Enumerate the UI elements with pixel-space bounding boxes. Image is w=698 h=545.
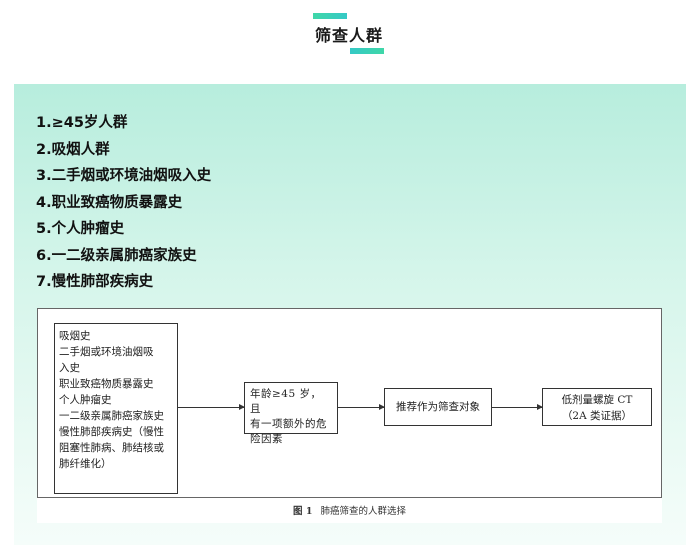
- condition-line: 有一项额外的危: [250, 418, 327, 430]
- flowchart-frame: 吸烟史 二手烟或环境油烟吸 入史 职业致癌物质暴露史 个人肿瘤史 一二级亲属肺癌…: [37, 308, 662, 498]
- figure-caption: 图 1 肺癌筛查的人群选择: [37, 503, 662, 517]
- risk-factor-line: 阻塞性肺病、肺结核或: [59, 442, 164, 454]
- recommendation-box: 推荐作为筛查对象: [384, 388, 492, 426]
- page-title: 筛查人群: [314, 26, 383, 45]
- header: 筛查人群: [0, 0, 698, 84]
- caption-label: 图 1: [293, 506, 313, 517]
- screening-flowchart: 吸烟史 二手烟或环境油烟吸 入史 职业致癌物质暴露史 个人肿瘤史 一二级亲属肺癌…: [37, 308, 662, 523]
- caption-text: 肺癌筛查的人群选择: [320, 506, 406, 517]
- title-accent-bottom: [350, 48, 384, 54]
- condition-line: 年龄≥45 岁，且: [250, 388, 322, 415]
- method-box: 低剂量螺旋 CT （2A 类证据）: [542, 388, 652, 426]
- list-item: 4.职业致癌物质暴露史: [36, 194, 183, 211]
- content-panel: 1.≥45岁人群 2.吸烟人群 3.二手烟或环境油烟吸入史 4.职业致癌物质暴露…: [14, 84, 686, 545]
- list-item: 5.个人肿瘤史: [36, 221, 125, 237]
- list-item: 7.慢性肺部疾病史: [36, 274, 154, 290]
- list-item: 3.二手烟或环境油烟吸入史: [36, 168, 212, 184]
- criteria-list: 1.≥45岁人群 2.吸烟人群 3.二手烟或环境油烟吸入史 4.职业致癌物质暴露…: [36, 110, 211, 296]
- list-item: 1.≥45岁人群: [36, 115, 128, 131]
- list-item: 2.吸烟人群: [36, 141, 110, 158]
- risk-factor-line: 吸烟史: [59, 330, 91, 342]
- risk-factor-line: 二手烟或环境油烟吸: [59, 346, 154, 358]
- risk-factor-line: 慢性肺部疾病史（慢性: [59, 426, 164, 438]
- risk-factor-line: 职业致癌物质暴露史: [59, 378, 154, 390]
- list-item: 6.一二级亲属肺癌家族史: [36, 247, 197, 264]
- risk-factor-line: 肺纤维化）: [59, 458, 112, 470]
- arrow-right-icon: [492, 404, 543, 410]
- condition-box: 年龄≥45 岁，且 有一项额外的危 险因素: [244, 382, 338, 445]
- risk-factor-line: 一二级亲属肺癌家族史: [59, 410, 164, 422]
- method-line: （2A 类证据）: [561, 410, 633, 422]
- arrow-right-icon: [178, 404, 245, 410]
- risk-factor-line: 入史: [59, 362, 80, 374]
- risk-factor-line: 个人肿瘤史: [59, 394, 112, 406]
- arrow-right-icon: [338, 404, 385, 410]
- method-line: 低剂量螺旋 CT: [561, 394, 633, 406]
- risk-factors-box: 吸烟史 二手烟或环境油烟吸 入史 职业致癌物质暴露史 个人肿瘤史 一二级亲属肺癌…: [54, 323, 178, 494]
- condition-line: 险因素: [250, 433, 283, 445]
- title-accent-top: [313, 13, 347, 19]
